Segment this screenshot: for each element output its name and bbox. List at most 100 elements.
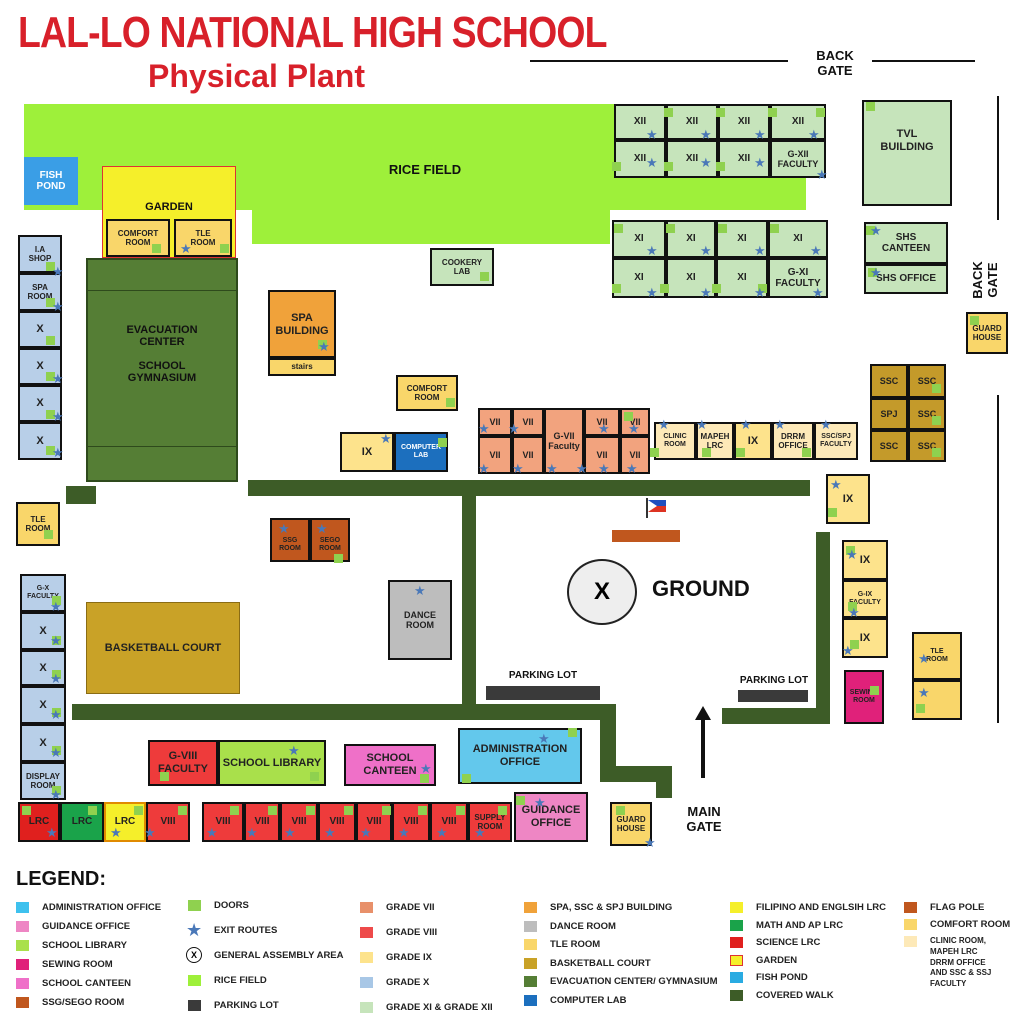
grade-xii-room-2: XII (666, 104, 718, 140)
exit-route-icon: ★ (848, 605, 860, 620)
exit-route-icon: ★ (754, 285, 766, 300)
grade-xii-room-1: XII (614, 104, 666, 140)
door-marker (848, 602, 857, 611)
exit-route-icon: ★ (380, 431, 392, 446)
parking-lot-label-2: PARKING LOT (739, 675, 809, 686)
door-marker (46, 446, 55, 455)
door-marker (568, 728, 577, 737)
g10-faculty: G-X FACULTY (20, 574, 66, 612)
exit-route-icon: ★ (278, 521, 290, 536)
door-marker (612, 284, 621, 293)
legend-swatch (360, 1002, 373, 1013)
grade-xii-room-6: XII (666, 140, 718, 178)
exit-route-icon: ★ (398, 825, 410, 840)
legend-label: GRADE X (386, 977, 430, 988)
door-marker (88, 806, 97, 815)
dance-room: DANCE ROOM (388, 580, 452, 660)
exit-route-icon: ★ (696, 417, 708, 432)
grade-ix-room-east-3: IX (842, 618, 888, 658)
back-gate-line-right (872, 60, 975, 62)
door-marker (52, 636, 61, 645)
legend-label: FISH POND (756, 972, 808, 983)
legend-swatch (730, 989, 743, 1001)
legend-label: FLAG POLE (930, 902, 985, 913)
covered-walk-east (816, 532, 830, 724)
grade-vii-room-5: VII (584, 408, 620, 436)
exit-route-icon: ★ (284, 825, 296, 840)
legend-label: COVERED WALK (756, 989, 834, 1001)
exit-route-icon: ★ (508, 421, 520, 436)
grade-viii-room-5: VIII (318, 802, 356, 842)
exit-route-icon: ★ (918, 685, 930, 700)
exit-route-icon: ★ (646, 155, 658, 170)
legend-swatch (524, 920, 537, 932)
ssc-room-3: SSC (908, 398, 946, 430)
exit-route-icon: ★ (420, 761, 432, 776)
exit-route-icon: ★ (842, 643, 854, 658)
exit-route-icon: ★ (50, 745, 62, 760)
door-marker (220, 244, 229, 253)
ssg-room: SSG ROOM (270, 518, 310, 562)
legend-label: GARDEN (756, 954, 798, 966)
parking-lot-2 (738, 690, 808, 702)
grade-xii-room-7: XII (718, 140, 770, 178)
legend-swatch (360, 927, 373, 938)
exit-route-icon: ★ (658, 417, 670, 432)
exit-route-icon: ★ (52, 445, 64, 460)
g7-faculty: G-VII Faculty (544, 408, 584, 474)
door-marker (970, 316, 979, 325)
exit-route-icon: ★ (870, 265, 882, 280)
exit-route-icon: ★ (644, 835, 656, 850)
door-marker (382, 806, 391, 815)
door-marker (712, 284, 721, 293)
legend-swatch (360, 977, 373, 988)
legend-swatch (730, 919, 743, 931)
grade-xii-room-3: XII (718, 104, 770, 140)
tle-room-right: TLE ROOM (912, 632, 962, 680)
legend-swatch (360, 902, 373, 913)
legend-label: SCIENCE LRC (756, 937, 821, 948)
exit-route-icon: ★ (646, 127, 658, 142)
rice-field-label: RICE FIELD (388, 162, 462, 177)
exit-route-icon: ★ (808, 127, 820, 142)
door-marker (160, 772, 169, 781)
legend-label: SEWING ROOM (42, 959, 113, 970)
door-marker (770, 224, 779, 233)
exit-route-icon: ★ (830, 477, 842, 492)
grade-x-room-7: X (20, 686, 66, 724)
legend-swatch (730, 954, 743, 966)
door-marker (828, 508, 837, 517)
legend-label: DOORS (214, 900, 249, 911)
grade-vii-room-4: VII (512, 436, 544, 474)
door-marker (932, 384, 941, 393)
sewing-room: SEWING ROOM (844, 670, 884, 724)
legend-swatch (730, 972, 743, 983)
exit-route-icon: ★ (774, 417, 786, 432)
door-marker (870, 686, 879, 695)
ssc-room-2: SSC (908, 364, 946, 398)
lrc-math: LRC (60, 802, 104, 842)
exit-route-icon: ★ (478, 461, 490, 476)
door-marker (516, 796, 525, 805)
page-title: LAL-LO NATIONAL HIGH SCHOOL (18, 8, 607, 57)
basketball-court: BASKETBALL COURT (86, 602, 240, 694)
door-marker (768, 108, 777, 117)
door-marker (664, 162, 673, 171)
door-marker (612, 162, 621, 171)
exit-route-icon: ★ (534, 795, 546, 810)
legend-assembly-icon: X (186, 947, 202, 963)
exit-route-icon: ★ (846, 547, 858, 562)
door-marker (46, 298, 55, 307)
grade-xi-room-4: XI (768, 220, 828, 258)
door-marker (152, 244, 161, 253)
exit-route-icon: ★ (812, 285, 824, 300)
legend-swatch (730, 902, 743, 913)
grade-vii-room-7: VII (584, 436, 620, 474)
exit-route-icon: ★ (46, 825, 58, 840)
legend-star-icon: ★ (186, 920, 203, 940)
exit-route-icon: ★ (512, 461, 524, 476)
back-gate-right-label: BACK GATE (970, 261, 1000, 299)
legend-swatch (360, 952, 373, 963)
exit-route-icon: ★ (870, 223, 882, 238)
exit-route-icon: ★ (754, 155, 766, 170)
